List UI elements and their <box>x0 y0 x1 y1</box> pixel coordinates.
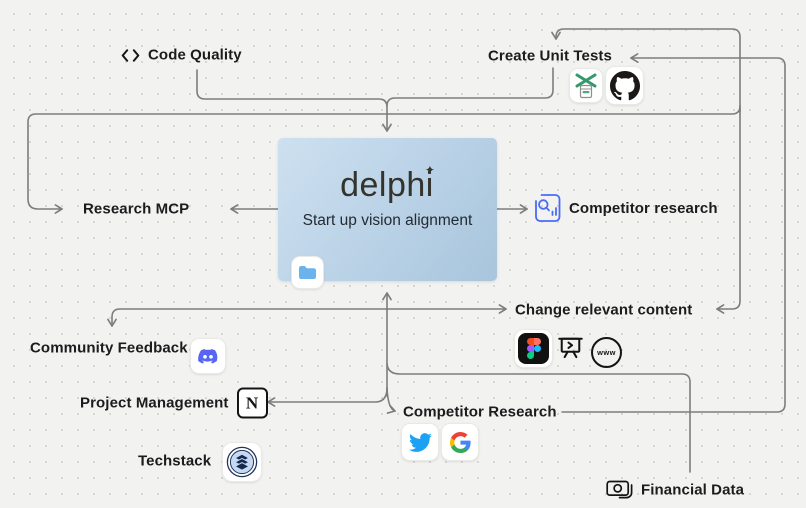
figma-logo <box>518 333 549 364</box>
node-project-management[interactable]: Project Management N <box>80 387 268 419</box>
node-label: Create Unit Tests <box>488 47 612 65</box>
delphi-logo-text: delphi <box>340 166 434 204</box>
edge-create-unit-tests-to-delphi[interactable] <box>386 67 554 107</box>
node-competitor-research-bottom[interactable]: Competitor Research <box>403 404 557 421</box>
money-icon <box>606 480 633 501</box>
github-icon[interactable] <box>605 66 644 105</box>
presentation-icon[interactable] <box>557 334 584 361</box>
edge-financial-data-to-delphi[interactable] <box>386 363 691 473</box>
edge-branch-to-community-feedback[interactable] <box>107 308 388 327</box>
folder-icon[interactable] <box>291 256 324 289</box>
node-label: Project Management <box>80 394 229 412</box>
node-label: Research MCP <box>83 200 190 218</box>
search-analytics-icon <box>534 193 561 223</box>
node-research-mcp[interactable]: Research MCP <box>83 201 189 218</box>
node-financial-data[interactable]: Financial Data <box>606 480 744 501</box>
node-create-unit-tests[interactable]: Create Unit Tests <box>488 48 612 65</box>
edge-split-to-project-management[interactable] <box>267 387 388 407</box>
node-label: Techstack <box>138 452 212 470</box>
node-competitor-research-side[interactable]: Competitor research <box>534 193 718 223</box>
node-label: Competitor Research <box>403 403 557 421</box>
edge-code-quality-to-delphi[interactable] <box>196 69 392 132</box>
node-change-relevant-content[interactable]: Change relevant content <box>515 302 692 319</box>
stackshare-icon[interactable] <box>222 442 262 482</box>
node-label: Community Feedback <box>30 339 188 357</box>
edge-loop-to-create-unit-tests[interactable] <box>551 28 741 113</box>
www-label: www <box>597 348 616 357</box>
node-code-quality[interactable]: Code Quality <box>121 47 242 64</box>
node-techstack[interactable]: Techstack <box>138 453 211 470</box>
edge-competitor-research-to-create-unit-tests[interactable] <box>561 53 786 413</box>
twitter-icon[interactable] <box>401 423 439 461</box>
delphi-logo: delphi ✦ <box>340 163 435 204</box>
node-label: Financial Data <box>641 481 745 499</box>
discord-icon[interactable] <box>190 338 226 374</box>
code-icon <box>121 48 140 62</box>
google-icon[interactable] <box>441 423 479 461</box>
edge-loop-to-change-relevant-content[interactable] <box>716 107 741 314</box>
node-label: Competitor research <box>569 199 718 217</box>
delphi-card-subtitle: Start up vision alignment <box>302 212 473 229</box>
node-label: Code Quality <box>148 46 242 64</box>
notion-icon[interactable]: N <box>236 387 268 419</box>
figma-icon[interactable] <box>514 329 553 368</box>
sparkle-icon: ✦ <box>424 163 435 177</box>
node-community-feedback[interactable]: Community Feedback <box>30 340 188 357</box>
www-globe-icon[interactable]: www <box>591 337 622 368</box>
node-label: Change relevant content <box>515 301 693 319</box>
puppeteer-icon[interactable] <box>569 68 603 103</box>
notion-letter: N <box>245 393 259 413</box>
edge-loop-to-research-mcp[interactable] <box>27 105 741 214</box>
edge-split-to-competitor-research-bottom[interactable] <box>386 387 396 414</box>
